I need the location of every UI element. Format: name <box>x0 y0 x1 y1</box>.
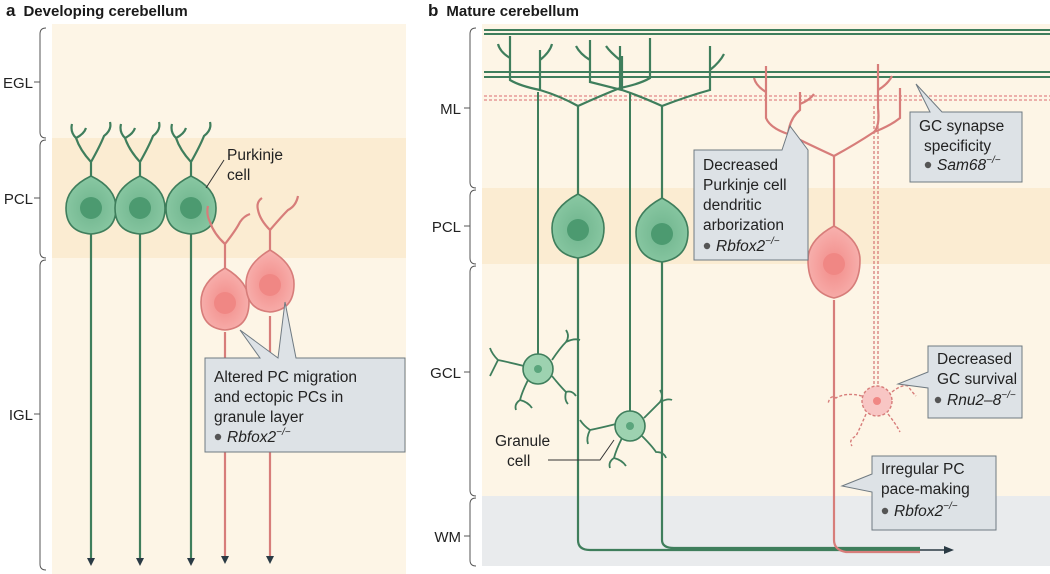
degenerating-nucleus <box>873 397 881 405</box>
degenerating-dendrites <box>827 384 917 447</box>
purkinje-cell-green-3 <box>170 121 212 558</box>
layer-label-pcl-b: PCL <box>432 219 461 236</box>
callout-pacemaking-gene: Rbfox2−/− <box>894 501 958 520</box>
pink-dendrite-1 <box>206 205 251 272</box>
granule-dendrites-1 <box>489 329 581 411</box>
purkinje-somata-pink <box>200 249 295 331</box>
purkinje-somata-green <box>65 175 217 235</box>
granule-nucleus-1 <box>534 365 542 373</box>
nucleus-pink-2 <box>259 274 281 296</box>
nucleus-pink-b <box>823 253 845 275</box>
callout-arborization-box <box>693 124 809 261</box>
degenerating-granule-axon <box>873 106 879 384</box>
gene-bullet <box>881 507 889 515</box>
callout-synapse-gene: Sam68−/− <box>937 155 1001 174</box>
layer-label-wm: WM <box>434 529 461 546</box>
granule-cell-axons <box>537 92 631 412</box>
layer-label-igl: IGL <box>9 407 33 424</box>
callout-synapse-text: GC synapse specificity <box>919 118 1009 155</box>
callout-arborization-gene: Rbfox2−/− <box>716 236 780 255</box>
granule-nucleus-2 <box>626 422 634 430</box>
callout-pacemaking-box <box>840 455 997 531</box>
callout-migration: Altered PC migration and ectopic PCs in … <box>204 301 406 453</box>
nucleus-green-1 <box>80 197 102 219</box>
layer-brackets-b <box>464 27 477 567</box>
gene-bullet <box>924 161 932 169</box>
callout-arborization-text: Decreased Purkinje cell dendritic arbori… <box>703 157 791 234</box>
callout-migration-gene: Rbfox2−/− <box>227 427 291 446</box>
callout-migration-text: Altered PC migration and ectopic PCs in … <box>214 369 361 426</box>
granule-dendrites-2 <box>579 389 673 469</box>
purkinje-label-leader <box>205 159 225 189</box>
layer-label-pcl-a: PCL <box>4 191 33 208</box>
gene-bullet <box>934 396 942 404</box>
pink-dendrite-2 <box>256 195 300 254</box>
purkinje-cell-green-2 <box>119 121 161 558</box>
layer-label-gcl: GCL <box>430 365 461 382</box>
granule-cell-2 <box>579 389 673 469</box>
purkinje-cell-label: Purkinje cell <box>227 147 287 184</box>
callout-migration-box <box>204 301 406 453</box>
nucleus-green-3 <box>180 197 202 219</box>
callout-synapse-box <box>909 83 1023 183</box>
callout-survival-box <box>896 345 1023 419</box>
nucleus-pink-1 <box>214 292 236 314</box>
green-purkinje-axons <box>576 256 920 552</box>
layer-label-egl: EGL <box>3 75 33 92</box>
callout-arborization: Decreased Purkinje cell dendritic arbori… <box>693 124 809 261</box>
callout-synapse: GC synapse specificity Sam68−/− <box>909 83 1023 183</box>
purkinje-cell-green-1 <box>70 121 112 558</box>
axon-output-arrowhead <box>944 546 954 554</box>
callout-pacemaking: Irregular PC pace-making Rbfox2−/− <box>840 455 997 531</box>
nucleus-green-b2 <box>651 223 673 245</box>
callout-survival-gene: Rnu2–8−/− <box>947 390 1016 409</box>
granule-label-leader <box>548 439 615 461</box>
granule-cell-label: Granule cell <box>495 433 554 470</box>
purkinje-cells-green-a <box>70 121 212 558</box>
callout-survival-text: Decreased GC survival <box>937 351 1017 388</box>
granule-cell-1 <box>489 329 581 411</box>
nucleus-green-b1 <box>567 219 589 241</box>
callout-pacemaking-text: Irregular PC pace-making <box>881 461 970 498</box>
nucleus-green-2 <box>129 197 151 219</box>
green-purkinje-somata-b <box>551 193 689 263</box>
gene-bullet <box>214 433 222 441</box>
degenerating-granule-cell <box>827 384 917 447</box>
layer-label-ml: ML <box>440 101 461 118</box>
callout-survival: Decreased GC survival Rnu2–8−/− <box>896 345 1023 419</box>
green-dendritic-trees <box>496 36 725 200</box>
gene-bullet <box>703 242 711 250</box>
layer-egl-band <box>52 24 406 138</box>
axon-arrowheads-a <box>87 556 274 566</box>
layer-brackets-a <box>34 27 47 571</box>
